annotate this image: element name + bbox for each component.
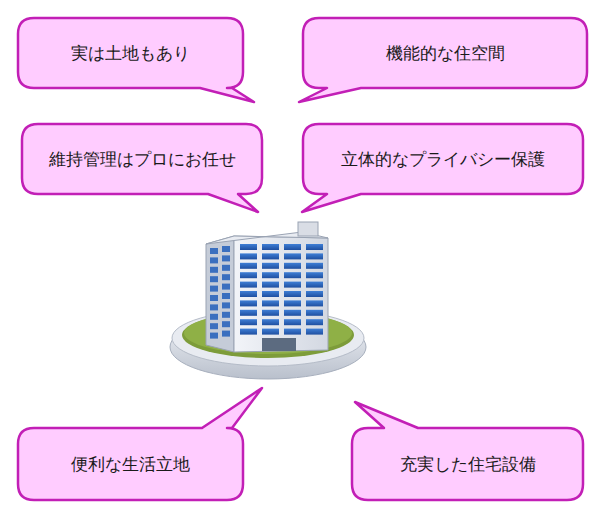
window (306, 272, 323, 278)
bubble-text: 立体的なプライバシー保護 (341, 148, 545, 171)
window (306, 263, 323, 269)
window (284, 244, 301, 250)
window (240, 291, 257, 297)
speech-bubble: 立体的なプライバシー保護 (303, 124, 583, 194)
window (284, 263, 301, 269)
bubble-shape (22, 124, 262, 212)
window (306, 244, 323, 250)
window (262, 244, 279, 250)
base-disc (170, 310, 366, 379)
window (284, 282, 301, 288)
window (306, 291, 323, 297)
window (262, 310, 279, 316)
window (210, 286, 218, 292)
window (210, 314, 218, 320)
window (222, 302, 230, 308)
bubble-shape (302, 124, 583, 212)
window (262, 282, 279, 288)
speech-bubble: 実は土地もあり (18, 18, 243, 88)
window (240, 272, 257, 278)
window (306, 300, 323, 306)
window (210, 257, 218, 263)
window (262, 253, 279, 259)
speech-bubble: 充実した住宅設備 (352, 428, 583, 500)
window (222, 274, 230, 280)
window (262, 329, 279, 335)
speech-bubble: 便利な生活立地 (18, 428, 243, 500)
bubble-shape (352, 402, 583, 500)
window (284, 272, 301, 278)
bubble-text: 便利な生活立地 (71, 453, 190, 476)
window (306, 253, 323, 259)
window (262, 291, 279, 297)
window (240, 263, 257, 269)
bubble-shape (18, 388, 262, 500)
window (210, 248, 218, 254)
window (210, 323, 218, 329)
window (210, 276, 218, 282)
window (284, 319, 301, 325)
window (240, 300, 257, 306)
window (222, 265, 230, 271)
window (222, 246, 230, 252)
window (284, 310, 301, 316)
window (306, 282, 323, 288)
window (262, 319, 279, 325)
window (284, 329, 301, 335)
window (240, 319, 257, 325)
building (206, 222, 328, 352)
window (262, 263, 279, 269)
bubble-text: 実は土地もあり (71, 42, 190, 65)
window (284, 291, 301, 297)
window (262, 272, 279, 278)
window (240, 244, 257, 250)
speech-bubble: 機能的な住空間 (303, 18, 587, 88)
window (262, 300, 279, 306)
window (240, 282, 257, 288)
window (240, 310, 257, 316)
bubble-text: 機能的な住空間 (386, 42, 505, 65)
window (210, 333, 218, 339)
window (222, 321, 230, 327)
window (210, 304, 218, 310)
window (222, 293, 230, 299)
window (306, 310, 323, 316)
window (222, 331, 230, 337)
window (306, 319, 323, 325)
window (222, 255, 230, 261)
window (240, 329, 257, 335)
window (210, 267, 218, 273)
bubble-shape (18, 18, 254, 102)
bubble-shape (299, 18, 587, 102)
bubble-text: 維持管理はプロにお任せ (49, 148, 236, 171)
window (284, 253, 301, 259)
window (222, 312, 230, 318)
window (210, 295, 218, 301)
window (222, 284, 230, 290)
bubble-text: 充実した住宅設備 (400, 453, 536, 476)
window (284, 300, 301, 306)
window (240, 253, 257, 259)
speech-bubble: 維持管理はプロにお任せ (22, 124, 262, 194)
window (306, 329, 323, 335)
